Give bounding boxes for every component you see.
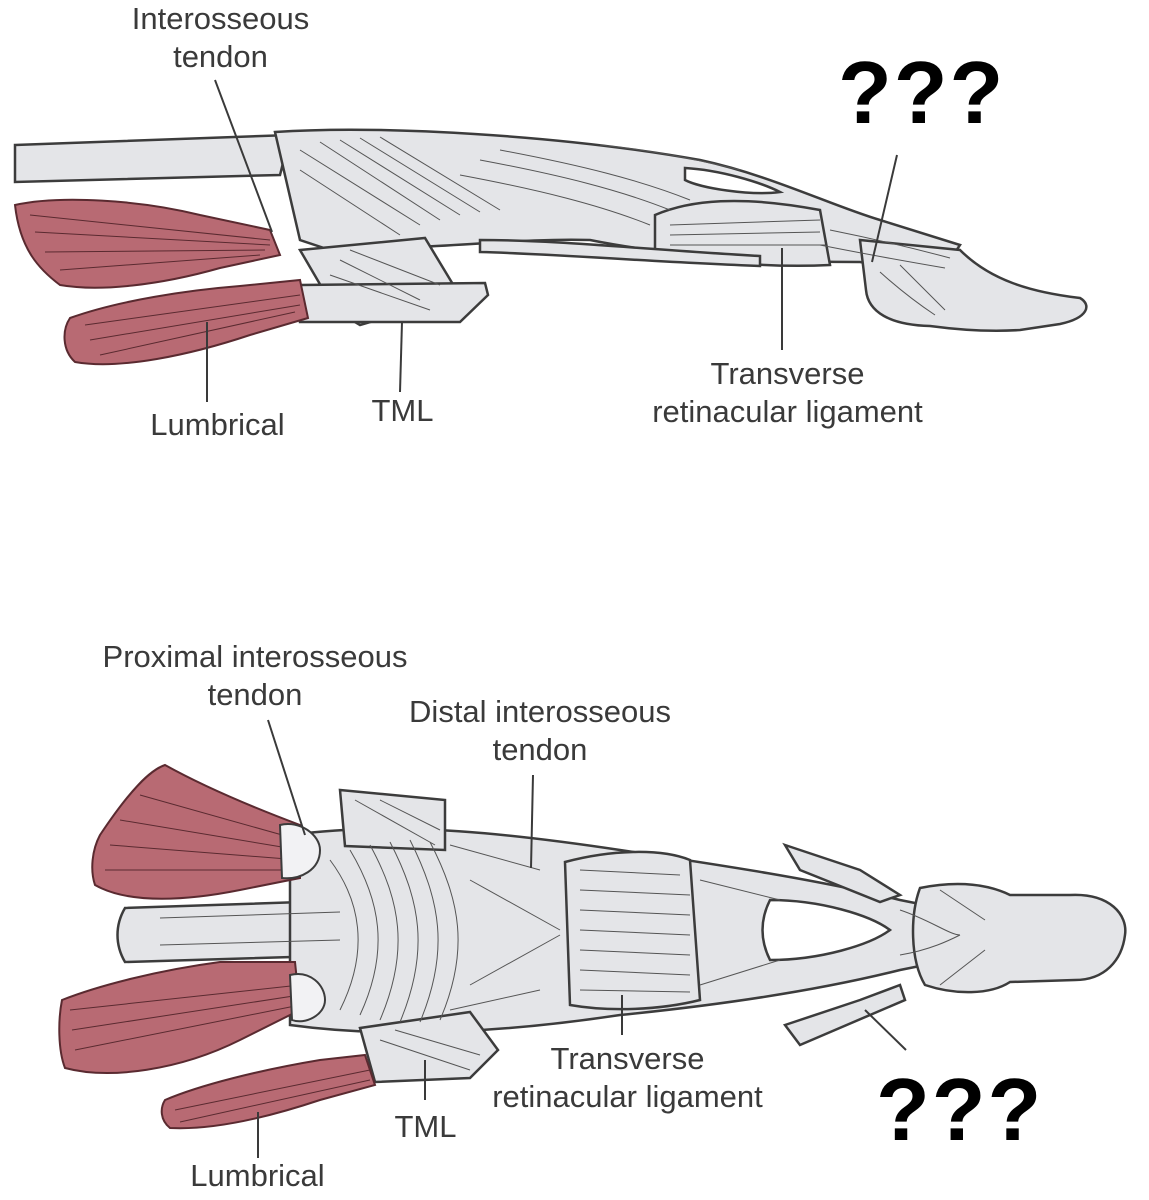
top-label-transverse-line1: Transverse: [710, 356, 865, 391]
bottom-finger-tip: [911, 882, 1127, 994]
bottom-leader-distal: [530, 774, 534, 869]
top-leader-tml: [399, 321, 403, 393]
bottom-oblique-lower: [782, 983, 907, 1047]
bottom-tendon-ends: [278, 823, 327, 1023]
top-extensor-tendon: [13, 133, 292, 184]
top-label-interosseous-line1: Interosseous: [131, 1, 310, 36]
top-finger-lateral-view: [13, 128, 1088, 333]
bottom-leader-unknown: [864, 1009, 907, 1051]
bottom-muscles: [58, 763, 377, 1130]
top-hood-slot: [683, 166, 785, 195]
top-label-interosseous-tendon: Interosseous tendon: [98, 0, 343, 76]
top-question-marks: ???: [838, 43, 1006, 142]
top-fiber-hatching: [299, 136, 951, 316]
top-label-lumbrical: Lumbrical: [150, 407, 285, 442]
bottom-label-distal-line1: Distal interosseous: [409, 694, 671, 729]
top-muscles: [13, 198, 310, 366]
bottom-lumbrical-muscle: [160, 1053, 377, 1130]
bottom-upper-band: [338, 788, 447, 852]
bottom-tml: [358, 1010, 500, 1084]
bottom-finger-dorsal-view: [116, 788, 1127, 1084]
top-label-tml: TML: [371, 393, 434, 428]
bottom-leader-lines: [257, 719, 907, 1158]
bottom-label-distal-interosseous: Distal interosseous tendon: [375, 693, 705, 769]
bottom-label-transverse-retinacular: Transverse retinacular ligament: [455, 1040, 800, 1116]
top-leader-unknown: [871, 154, 898, 263]
bottom-oblique-upper: [782, 842, 903, 904]
top-label-transverse-retinacular: Transverse retinacular ligament: [615, 355, 960, 431]
bottom-label-distal-line2: tendon: [492, 732, 588, 767]
top-label-transverse-line2: retinacular ligament: [652, 394, 923, 429]
top-interosseous-muscle: [13, 198, 282, 289]
top-lateral-band: [478, 238, 762, 268]
bottom-label-proximal-line2: tendon: [207, 677, 303, 712]
bottom-label-lumbrical: Lumbrical: [190, 1158, 325, 1193]
bottom-label-tml: TML: [394, 1109, 457, 1144]
bottom-interosseous-muscle-upper: [91, 763, 301, 900]
bottom-muscle-striations: [69, 794, 371, 1123]
bottom-label-transverse-line1: Transverse: [550, 1041, 705, 1076]
bottom-interosseous-muscle-lower: [58, 961, 302, 1074]
bottom-label-proximal-interosseous: Proximal interosseous tendon: [65, 638, 445, 714]
top-label-interosseous-line2: tendon: [173, 39, 268, 74]
top-leader-lines: [206, 79, 898, 402]
bottom-label-proximal-line1: Proximal interosseous: [102, 639, 408, 674]
top-finger-tip: [858, 238, 1088, 333]
top-muscle-striations: [29, 214, 301, 356]
top-leader-interosseous: [214, 79, 273, 233]
bottom-label-transverse-line2: retinacular ligament: [492, 1079, 763, 1114]
bottom-hood-slot: [761, 898, 893, 962]
bottom-leader-proximal: [267, 719, 306, 836]
top-lumbrical-tendon: [298, 281, 490, 324]
top-lumbrical-muscle: [63, 278, 310, 366]
bottom-fiber-hatching: [159, 799, 986, 1071]
bottom-question-marks: ???: [876, 1060, 1044, 1159]
